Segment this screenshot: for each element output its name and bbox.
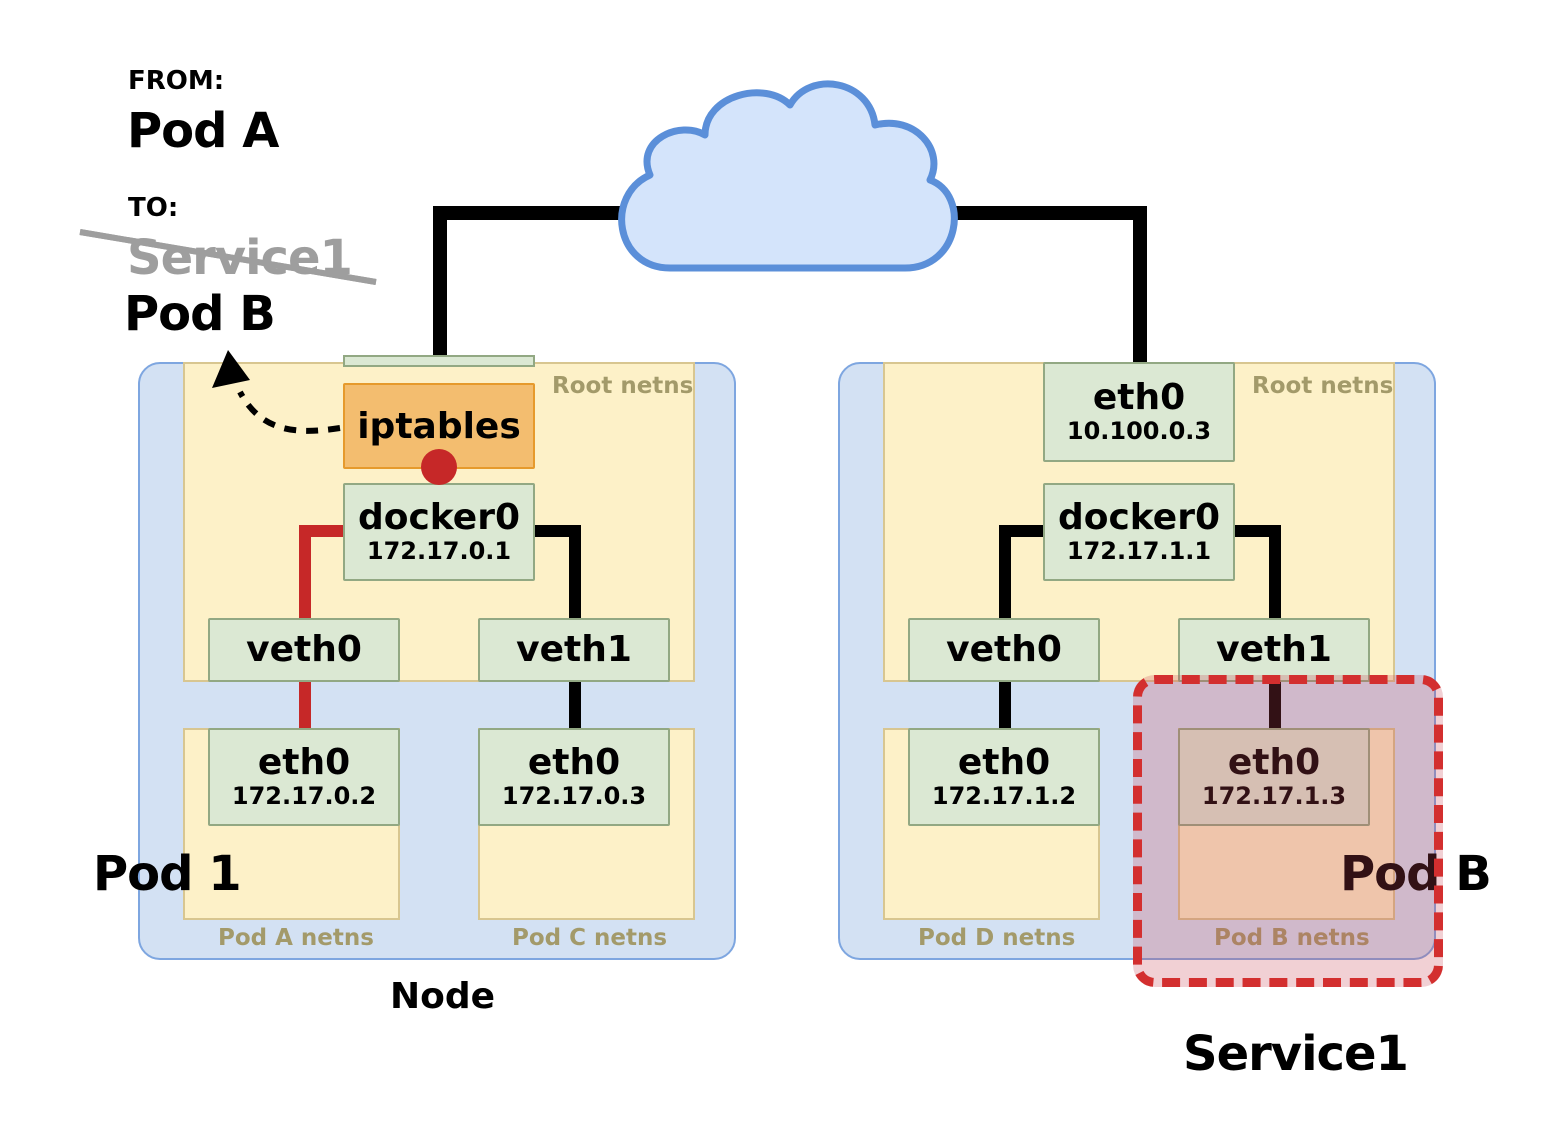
pod-c-netns-label: Pod C netns [512,925,668,951]
iptables-box: iptables [343,383,535,469]
pod-d-eth0-ip: 172.17.1.2 [931,782,1077,810]
eth0-root-right-name: eth0 [1092,377,1186,418]
pod-b-eth0: eth0 172.17.1.3 [1178,728,1370,826]
veth1-left-label: veth1 [516,629,632,670]
to-old-value: Service1 [127,230,353,286]
pod-c-eth0-ip: 172.17.0.3 [501,782,647,810]
docker0-right: docker0 172.17.1.1 [1043,483,1235,581]
docker0-left-name: docker0 [357,497,521,538]
uplink-left [433,206,625,362]
veth0-right: veth0 [908,618,1100,682]
pod-a-eth0-ip: 172.17.0.2 [231,782,377,810]
pod-c-eth0: eth0 172.17.0.3 [478,728,670,826]
veth0-left-label: veth0 [246,629,362,670]
veth1-right: veth1 [1178,618,1370,682]
root-netns-top-stub [343,355,535,367]
route-marker-dot [421,449,457,485]
eth0-root-right-ip: 10.100.0.3 [1066,417,1212,445]
eth0-root-right: eth0 10.100.0.3 [1043,362,1235,462]
node-caption: Node [390,976,496,1017]
docker0-left: docker0 172.17.0.1 [343,483,535,581]
redirect-arrow [237,390,341,434]
pod-d-eth0-name: eth0 [957,742,1051,783]
pod-a-eth0-name: eth0 [257,742,351,783]
from-label: FROM: [128,66,225,96]
cloud-icon [618,80,958,272]
pod-a-eth0: eth0 172.17.0.2 [208,728,400,826]
pod-b-netns-label: Pod B netns [1214,925,1370,951]
pod-b-eth0-ip: 172.17.1.3 [1201,782,1347,810]
uplink-right [955,206,1147,362]
root-netns-label-right: Root netns [1252,373,1394,399]
wire-docker0-veth1-right [1235,525,1281,620]
arrow-head-icon [212,350,250,388]
from-value: Pod A [127,103,279,159]
root-netns-label-left: Root netns [552,373,694,399]
service1-overlay [1133,675,1443,987]
wire-docker0-veth0-right [999,525,1043,620]
iptables-label: iptables [357,405,521,447]
docker0-left-ip: 172.17.0.1 [366,537,512,565]
pod-a-netns-label: Pod A netns [218,925,374,951]
veth0-right-label: veth0 [946,629,1062,670]
docker0-right-ip: 172.17.1.1 [1066,537,1212,565]
pod-c-eth0-name: eth0 [527,742,621,783]
pod-d-eth0: eth0 172.17.1.2 [908,728,1100,826]
to-new-value: Pod B [124,286,276,342]
pod-1-label: Pod 1 [93,846,242,902]
service1-caption: Service1 [1183,1026,1409,1082]
to-label: TO: [128,193,179,223]
wire-docker0-veth1-left [535,525,581,620]
docker0-right-name: docker0 [1057,497,1221,538]
veth0-left: veth0 [208,618,400,682]
pod-b-label: Pod B [1340,846,1492,902]
veth1-left: veth1 [478,618,670,682]
wire-docker0-veth0-left [299,525,343,620]
pod-d-netns-label: Pod D netns [918,925,1076,951]
pod-b-eth0-name: eth0 [1227,742,1321,783]
veth1-right-label: veth1 [1216,629,1332,670]
